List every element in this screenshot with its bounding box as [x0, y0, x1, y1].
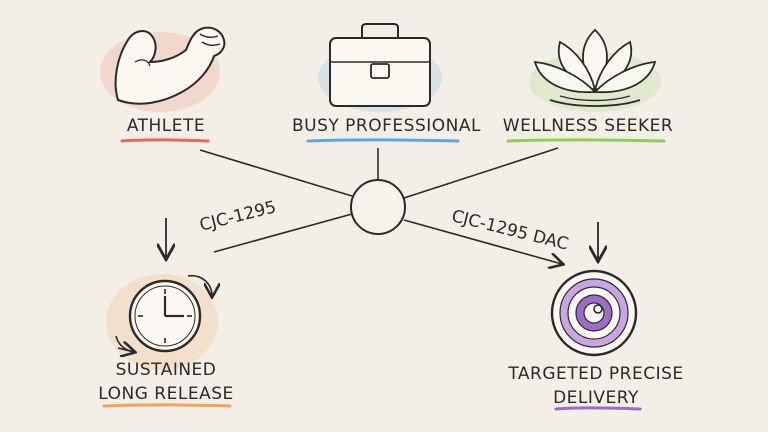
sustained-release-line1: SUSTAINED	[115, 360, 217, 380]
professional-underline	[306, 138, 460, 143]
sustained-underline	[102, 403, 232, 408]
connector-athlete-hub	[199, 149, 353, 197]
sustained-release-line2: LONG RELEASE	[98, 384, 234, 404]
flexed-arm-icon	[100, 26, 226, 112]
lotus-icon	[529, 28, 661, 112]
targeted-delivery-line1: TARGETED PRECISE	[508, 364, 684, 384]
sustained-release-label: SUSTAINED LONG RELEASE	[88, 358, 244, 406]
arrow-hub-right	[403, 219, 562, 264]
connector-wellness-hub	[403, 147, 559, 199]
targeted-underline	[554, 406, 642, 411]
wellness-seeker-label: WELLNESS SEEKER	[502, 116, 674, 136]
hub-circle	[350, 179, 406, 235]
briefcase-icon	[318, 23, 442, 112]
athlete-underline	[120, 138, 210, 143]
busy-professional-label: BUSY PROFESSIONAL	[292, 116, 481, 136]
wellness-underline	[506, 138, 666, 143]
connector-hub-left	[213, 213, 353, 253]
clock-icon	[106, 274, 218, 370]
targeted-delivery-line2: DELIVERY	[553, 388, 639, 408]
athlete-label: ATHLETE	[126, 116, 206, 136]
target-icon	[550, 269, 638, 357]
targeted-delivery-label: TARGETED PRECISE DELIVERY	[496, 362, 696, 410]
